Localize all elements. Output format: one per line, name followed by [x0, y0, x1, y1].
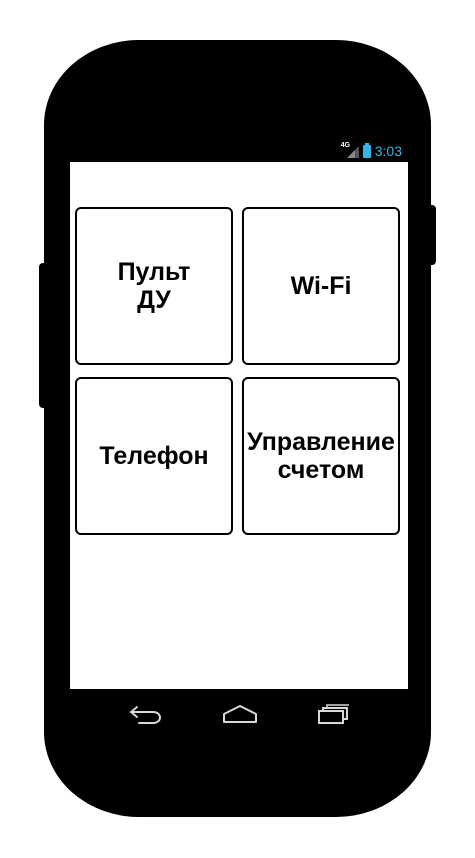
phone-tile[interactable]: Телефон: [75, 377, 233, 535]
account-management-tile[interactable]: Управление счетом: [242, 377, 400, 535]
navigation-bar: [70, 689, 408, 739]
tile-label: Пульт ДУ: [117, 258, 191, 314]
home-button[interactable]: [220, 701, 260, 727]
recent-apps-button[interactable]: [314, 701, 354, 727]
home-icon: [223, 705, 257, 723]
signal-4g-icon: 4G: [340, 142, 359, 158]
network-type-label: 4G: [340, 142, 351, 149]
tile-label: Wi-Fi: [290, 272, 352, 300]
power-button: [426, 205, 436, 265]
status-bar: 4G 3:03: [70, 140, 408, 162]
back-icon: [130, 706, 162, 724]
tile-label: Управление счетом: [247, 428, 395, 484]
remote-control-tile[interactable]: Пульт ДУ: [75, 207, 233, 365]
battery-icon: [362, 142, 371, 158]
tile-label: Телефон: [99, 442, 209, 470]
back-button[interactable]: [126, 701, 166, 727]
recent-apps-icon: [318, 704, 349, 724]
wifi-tile[interactable]: Wi-Fi: [242, 207, 400, 365]
clock: 3:03: [374, 143, 402, 159]
app-screen: Пульт ДУ Wi-Fi Телефон Управление счетом: [70, 162, 408, 689]
